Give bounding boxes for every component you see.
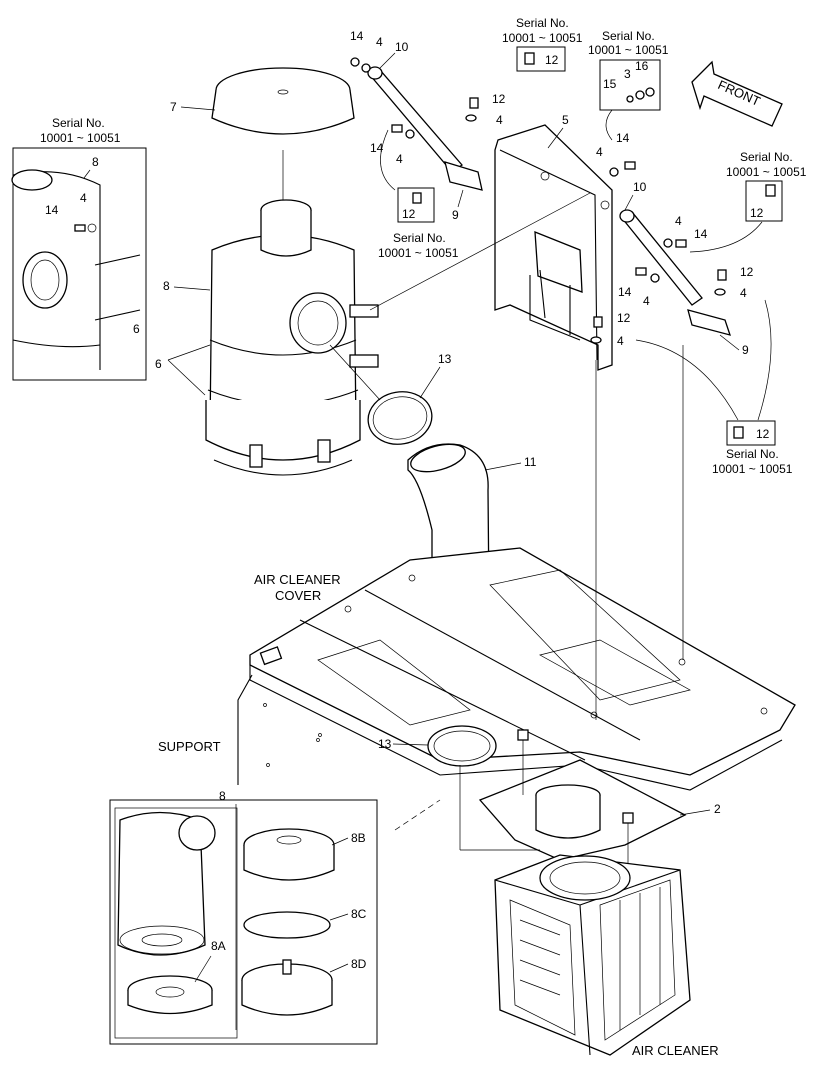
serial-title-2: Serial No. — [602, 29, 655, 43]
cover-caption-line1: AIR CLEANER — [254, 572, 341, 587]
inset-serial-range: 10001 ~ 10051 — [40, 131, 121, 145]
hardware-callouts: 14 4 12 4 14 4 14 4 4 14 14 4 12 4 12 4 — [350, 29, 754, 348]
serial-range-3: 10001 ~ 10051 — [378, 246, 459, 260]
callout-14-c: 14 — [616, 131, 630, 145]
front-arrow: FRONT — [691, 60, 783, 127]
callout-2: 2 — [714, 802, 721, 816]
serial-range-1: 10001 ~ 10051 — [502, 31, 583, 45]
serial-note-right-lower: 12 Serial No. 10001 ~ 10051 — [635, 299, 793, 476]
callout-7: 7 — [170, 100, 177, 114]
seal-ring-upper: 13 — [329, 344, 452, 445]
serial-range-4: 10001 ~ 10051 — [726, 165, 807, 179]
serial-part-15: 15 — [603, 77, 617, 91]
support-frame: SUPPORT — [158, 674, 322, 785]
callout-10-left: 10 — [395, 40, 409, 54]
callout-8B: 8B — [351, 831, 366, 845]
callout-4-b: 4 — [496, 113, 503, 127]
callout-4-f: 4 — [643, 294, 650, 308]
inset-callout-4: 4 — [80, 191, 87, 205]
callout-12-a: 12 — [492, 92, 506, 106]
callout-12-b: 12 — [740, 265, 754, 279]
adapter-plate: 2 — [394, 729, 721, 865]
serial-part-5: 12 — [756, 427, 770, 441]
element-kit-inset: 8 8A 8B 8C 8D — [109, 789, 378, 1045]
serial-part-3: 3 — [624, 67, 631, 81]
callout-12-c: 12 — [617, 311, 631, 325]
callout-14-b: 14 — [370, 141, 384, 155]
callout-14-a: 14 — [350, 29, 364, 43]
air-cleaner-cap: 7 — [170, 67, 355, 200]
air-cleaner-body: 8 6 — [155, 199, 379, 476]
serial-note-top-right: Serial No. 10001 ~ 10051 15 3 16 — [588, 29, 669, 141]
inset-serial-view: Serial No. 10001 ~ 10051 8 14 4 6 — [11, 116, 147, 381]
callout-9-left: 9 — [452, 208, 459, 222]
serial-note-top-center: Serial No. 10001 ~ 10051 12 — [502, 16, 583, 72]
inset-callout-8: 8 — [92, 155, 99, 169]
serial-title-3: Serial No. — [393, 231, 446, 245]
callout-4-d: 4 — [596, 145, 603, 159]
callout-10-right: 10 — [633, 180, 647, 194]
support-caption: SUPPORT — [158, 739, 221, 754]
callout-8A: 8A — [211, 939, 226, 953]
callout-11: 11 — [524, 455, 537, 469]
callout-8: 8 — [163, 279, 170, 293]
callout-5: 5 — [562, 113, 569, 127]
callout-4-a: 4 — [376, 35, 383, 49]
inset-callout-6: 6 — [133, 322, 140, 336]
support-strut-right: 10 9 — [619, 180, 749, 357]
serial-range-2: 10001 ~ 10051 — [588, 43, 669, 57]
inset-serial-title: Serial No. — [52, 116, 105, 130]
inset-callout-14: 14 — [45, 203, 59, 217]
callout-4-c: 4 — [396, 152, 403, 166]
support-strut-left: 10 9 — [367, 40, 483, 222]
air-cleaner-caption: AIR CLEANER — [632, 1043, 719, 1058]
serial-title-5: Serial No. — [726, 447, 779, 461]
callout-4-g: 4 — [740, 286, 747, 300]
serial-part-16: 16 — [635, 59, 649, 73]
air-cleaner-cover-plate: AIR CLEANER COVER — [249, 345, 796, 791]
callout-13-lower: 13 — [378, 737, 392, 751]
mounting-bracket: 5 — [369, 113, 613, 371]
callout-9-right: 9 — [742, 343, 749, 357]
serial-note-left-strut: 12 Serial No. 10001 ~ 10051 — [378, 129, 459, 260]
serial-part-4: 12 — [750, 206, 764, 220]
callout-13-upper: 13 — [438, 352, 452, 366]
serial-part-1: 12 — [545, 53, 559, 67]
callout-8D: 8D — [351, 957, 367, 971]
serial-note-right-strut: Serial No. 10001 ~ 10051 12 — [689, 150, 807, 253]
callout-6: 6 — [155, 357, 162, 371]
cover-caption-line2: COVER — [275, 588, 321, 603]
air-cleaner-unit: AIR CLEANER — [494, 854, 719, 1058]
serial-range-5: 10001 ~ 10051 — [712, 462, 793, 476]
serial-part-3-12: 12 — [402, 207, 416, 221]
callout-8C: 8C — [351, 907, 367, 921]
callout-14-d: 14 — [694, 227, 708, 241]
serial-title-1: Serial No. — [516, 16, 569, 30]
callout-4-e: 4 — [675, 214, 682, 228]
callout-4-h: 4 — [617, 334, 624, 348]
callout-14-e: 14 — [618, 285, 632, 299]
kit-callout-8: 8 — [219, 789, 226, 803]
serial-title-4: Serial No. — [740, 150, 793, 164]
seal-ring-lower: 13 — [378, 725, 497, 767]
